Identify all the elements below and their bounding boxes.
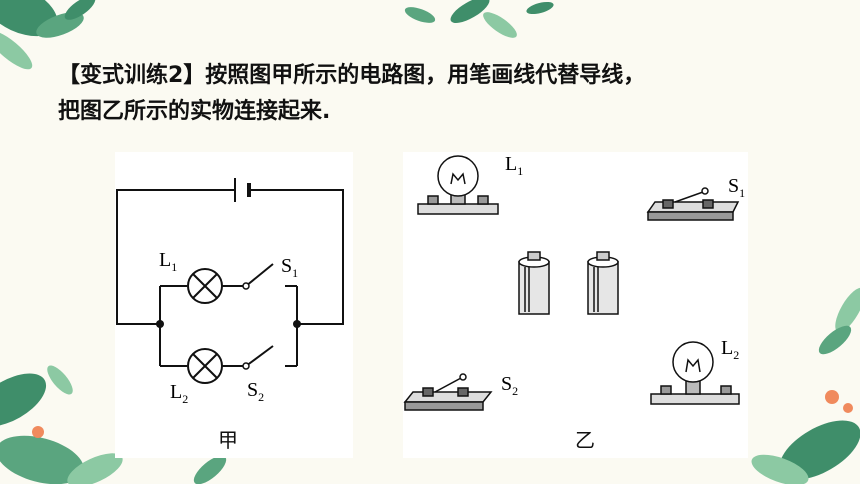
caption-yi: 乙 bbox=[575, 428, 595, 452]
components-drawing: L1 S1 S2 L2 bbox=[403, 153, 745, 411]
components-panel: L1 S1 S2 L2 乙 bbox=[403, 152, 748, 458]
switch-s2-blade bbox=[245, 345, 274, 367]
battery-2 bbox=[587, 251, 619, 315]
right-leaves-icon bbox=[751, 287, 860, 484]
wire-left-loop bbox=[116, 189, 235, 325]
switch-s1 bbox=[646, 187, 740, 221]
junction-left bbox=[156, 320, 164, 328]
label-l1: L1 bbox=[159, 249, 177, 274]
bulb-l1 bbox=[417, 155, 499, 215]
question-text: 【变式训练2】按照图甲所示的电路图，用笔画线代替导线， 把图乙所示的实物连接起来… bbox=[58, 58, 828, 130]
bulb-l2 bbox=[650, 341, 740, 405]
top-center-leaves-icon bbox=[404, 0, 554, 38]
circuit-diagram-panel: L1 S1 L2 S2 甲 bbox=[115, 152, 353, 458]
label-s2: S2 bbox=[247, 379, 264, 404]
label-yi-l2: L2 bbox=[721, 337, 739, 362]
label-yi-l1: L1 bbox=[505, 153, 523, 178]
wire-right-loop bbox=[249, 189, 344, 325]
label-yi-s1: S1 bbox=[728, 175, 745, 200]
battery-1 bbox=[518, 251, 550, 315]
switch-s1-blade bbox=[245, 263, 274, 287]
switch-s2 bbox=[403, 373, 493, 411]
caption-jia: 甲 bbox=[218, 428, 238, 452]
circuit-diagram: L1 S1 L2 S2 bbox=[116, 178, 344, 406]
label-l2: L2 bbox=[170, 381, 188, 406]
label-yi-s2: S2 bbox=[501, 373, 518, 398]
question-line-1: 【变式训练2】按照图甲所示的电路图，用笔画线代替导线， bbox=[58, 63, 646, 88]
question-line-2: 把图乙所示的实物连接起来. bbox=[58, 99, 331, 124]
label-s1: S1 bbox=[281, 255, 298, 280]
junction-right bbox=[293, 320, 301, 328]
